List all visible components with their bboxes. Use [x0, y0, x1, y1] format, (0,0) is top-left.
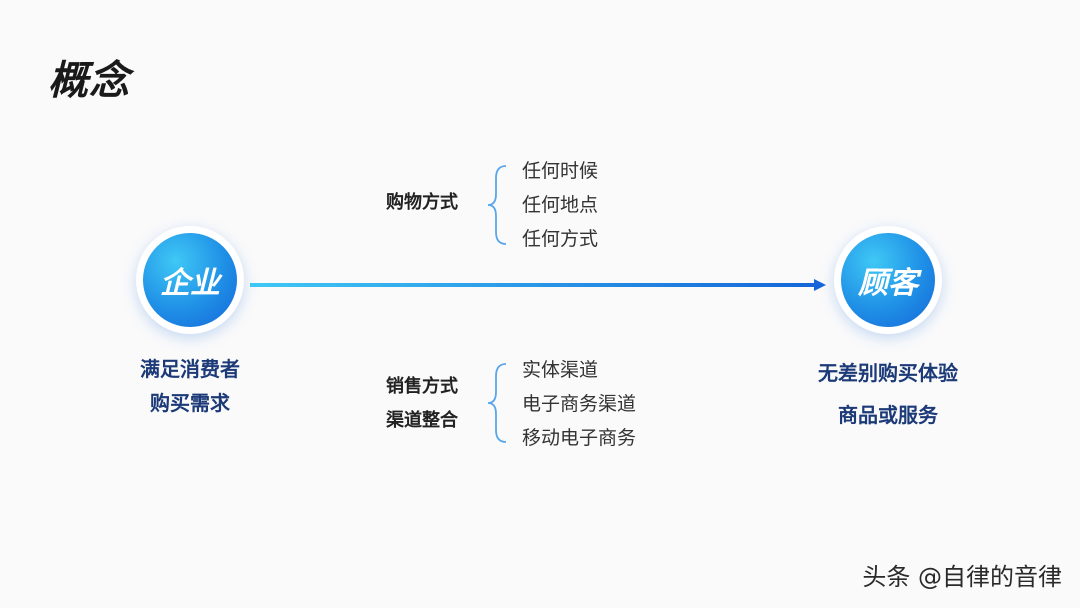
customer-description-line: 无差别购买体验 — [818, 361, 958, 385]
customer-description: 无差别购买体验 商品或服务 — [788, 352, 988, 436]
list-item: 任何时候 — [522, 160, 599, 182]
list-item: 实体渠道 — [522, 359, 599, 381]
bottom-group-items: 实体渠道 电子商务渠道 移动电子商务 — [522, 353, 636, 455]
page-title: 概念 — [48, 58, 130, 104]
enterprise-node-label: 企业 — [143, 233, 237, 327]
top-group-items: 任何时候 任何地点 任何方式 — [522, 154, 598, 256]
watermark: 头条 @自律的音律 — [862, 563, 1062, 591]
list-item: 电子商务渠道 — [522, 393, 637, 415]
list-item: 移动电子商务 — [522, 427, 637, 449]
top-group-brace-icon — [487, 165, 507, 245]
arrow-shaft — [250, 283, 816, 287]
bottom-group-label-line: 销售方式 — [386, 376, 458, 397]
bottom-group-label-line: 渠道整合 — [386, 410, 458, 431]
list-item: 任何方式 — [522, 228, 599, 250]
connection-arrow — [250, 279, 826, 291]
top-group-label-line: 购物方式 — [386, 192, 458, 213]
enterprise-node: 企业 — [136, 226, 244, 334]
enterprise-description-line: 满足消费者 — [140, 357, 240, 381]
customer-description-line: 商品或服务 — [838, 403, 938, 427]
customer-node: 顾客 — [834, 226, 942, 334]
customer-node-label: 顾客 — [841, 233, 935, 327]
enterprise-description-line: 购买需求 — [150, 391, 230, 415]
arrow-head — [814, 279, 826, 291]
top-group-label: 购物方式 — [386, 186, 458, 220]
bottom-group-label: 销售方式 渠道整合 — [386, 370, 458, 438]
enterprise-description: 满足消费者 购买需求 — [110, 352, 270, 420]
list-item: 任何地点 — [522, 194, 599, 216]
bottom-group-brace-icon — [487, 363, 507, 443]
